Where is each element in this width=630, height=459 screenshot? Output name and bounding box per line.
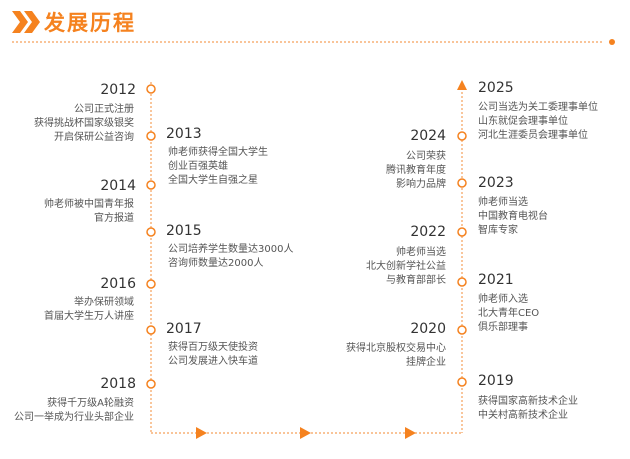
milestone-year-2015: 2015: [166, 223, 202, 239]
timeline-node: [146, 279, 156, 289]
milestone-desc-2016: 举办保研领域 首届大学生万人讲座: [0, 296, 134, 324]
milestone-line: 北大青年CEO: [478, 308, 540, 319]
milestone-line: 获得百万级天使投资: [168, 342, 258, 353]
milestone-line: 山东就促会理事单位: [478, 116, 568, 127]
milestone-line: 获得挑战杯国家级银奖: [34, 118, 134, 129]
page-title: 发展历程: [44, 11, 136, 35]
milestone-line: 腾讯教育年度: [386, 165, 446, 176]
milestone-line: 中国教育电视台: [478, 211, 548, 222]
timeline-node: [146, 325, 156, 335]
timeline-right-arrow-icon: [196, 427, 207, 439]
milestone-year-2020: 2020: [410, 321, 446, 337]
timeline-node: [457, 325, 467, 335]
milestone-line: 帅老师当选: [478, 197, 528, 208]
timeline-node: [146, 180, 156, 190]
milestone-line: 挂牌企业: [406, 357, 446, 368]
milestone-desc-2019: 获得国家高新技术企业 中关村高新技术企业: [478, 395, 578, 423]
milestone-line: 河北生涯委员会理事单位: [478, 130, 588, 141]
milestone-line: 官方报道: [94, 213, 134, 224]
milestone-line: 中关村高新技术企业: [478, 410, 568, 421]
milestone-line: 公司发展进入快车道: [168, 356, 258, 367]
timeline-node: [457, 377, 467, 387]
milestone-desc-2015: 公司培养学生数量达3000人 咨询师数量达2000人: [168, 243, 293, 271]
milestone-year-2022: 2022: [410, 224, 446, 240]
milestone-line: 获得国家高新技术企业: [478, 396, 578, 407]
milestone-line: 公司当选为关工委理事单位: [478, 102, 598, 113]
milestone-line: 获得千万级A轮融资: [47, 398, 134, 409]
milestone-year-2025: 2025: [478, 80, 514, 96]
timeline-node: [146, 131, 156, 141]
milestone-desc-2023: 帅老师当选 中国教育电视台 智库专家: [478, 196, 548, 238]
milestone-year-2016: 2016: [100, 276, 136, 292]
milestone-year-2012: 2012: [100, 82, 136, 98]
header-divider-end-dot: [609, 39, 615, 45]
milestone-desc-2012: 公司正式注册 获得挑战杯国家级银奖 开启保研公益咨询: [0, 103, 134, 145]
milestone-year-2021: 2021: [478, 272, 514, 288]
milestone-desc-2021: 帅老师入选 北大青年CEO 俱乐部理事: [478, 293, 539, 335]
double-chevron-icon: [12, 11, 40, 33]
milestone-year-2014: 2014: [100, 178, 136, 194]
milestone-year-2017: 2017: [166, 321, 202, 337]
milestone-line: 创业百强英雄: [168, 161, 228, 172]
milestone-desc-2017: 获得百万级天使投资 公司发展进入快车道: [168, 341, 258, 369]
milestone-line: 获得北京股权交易中心: [346, 343, 446, 354]
milestone-line: 公司培养学生数量达3000人: [168, 244, 294, 255]
milestone-line: 咨询师数量达2000人: [168, 258, 264, 269]
milestone-line: 帅老师被中国青年报: [44, 199, 134, 210]
timeline-node: [146, 84, 156, 94]
milestone-line: 首届大学生万人讲座: [44, 311, 134, 322]
milestone-desc-2014: 帅老师被中国青年报 官方报道: [0, 198, 134, 226]
milestone-line: 公司荣获: [406, 151, 446, 162]
milestone-line: 影响力品牌: [396, 179, 446, 190]
timeline-node: [146, 227, 156, 237]
milestone-line: 帅老师当选: [396, 247, 446, 258]
milestone-desc-2013: 帅老师获得全国大学生 创业百强英雄 全国大学生自强之星: [168, 146, 268, 188]
milestone-line: 全国大学生自强之星: [168, 175, 258, 186]
timeline-right-arrow-icon: [405, 427, 416, 439]
milestone-line: 俱乐部理事: [478, 322, 528, 333]
milestone-desc-2022: 帅老师当选 北大创新学社公益 与教育部部长: [300, 246, 446, 288]
milestone-line: 与教育部部长: [386, 275, 446, 286]
timeline-node: [457, 178, 467, 188]
milestone-year-2019: 2019: [478, 373, 514, 389]
milestone-year-2023: 2023: [478, 175, 514, 191]
milestone-line: 北大创新学社公益: [366, 261, 446, 272]
milestone-desc-2018: 获得千万级A轮融资 公司一举成为行业头部企业: [0, 397, 134, 425]
milestone-line: 公司一举成为行业头部企业: [14, 412, 134, 423]
timeline-up-arrow-icon: [457, 80, 467, 90]
milestone-year-2013: 2013: [166, 126, 202, 142]
milestone-line: 智库专家: [478, 225, 518, 236]
milestone-year-2024: 2024: [410, 128, 446, 144]
timeline-node: [457, 277, 467, 287]
milestone-desc-2025: 公司当选为关工委理事单位 山东就促会理事单位 河北生涯委员会理事单位: [478, 101, 598, 143]
milestone-line: 帅老师入选: [478, 294, 528, 305]
milestone-line: 开启保研公益咨询: [54, 132, 134, 143]
milestone-line: 举办保研领域: [74, 297, 134, 308]
milestone-line: 帅老师获得全国大学生: [168, 147, 268, 158]
timeline-node: [457, 227, 467, 237]
milestone-desc-2020: 获得北京股权交易中心 挂牌企业: [300, 342, 446, 370]
milestone-year-2018: 2018: [100, 376, 136, 392]
timeline-node: [457, 131, 467, 141]
timeline-node: [146, 379, 156, 389]
milestone-desc-2024: 公司荣获 腾讯教育年度 影响力品牌: [300, 150, 446, 192]
timeline-right-arrow-icon: [300, 427, 311, 439]
milestone-line: 公司正式注册: [74, 104, 134, 115]
